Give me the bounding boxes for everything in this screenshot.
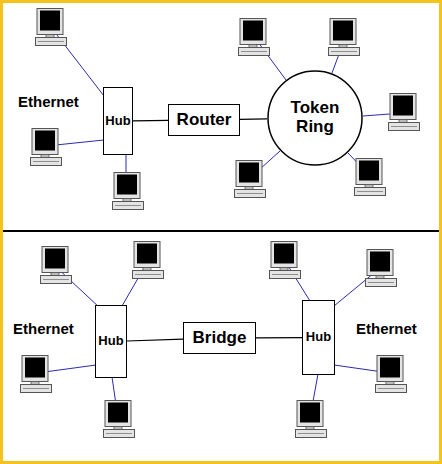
computer-icon [239,19,270,56]
node-text: Bridge [193,329,247,348]
device-box: Bridge [183,322,256,354]
link-line [133,120,168,122]
wire [50,26,104,96]
ring-circle [268,71,362,165]
ring-node: Token Ring [267,70,363,166]
computer-icon [31,129,62,166]
computer-icon [133,242,164,279]
network-wires [37,26,403,418]
device-box: Hub [302,300,335,375]
computer-icon [36,9,67,46]
computer-icon [296,401,327,438]
computer-icon [113,173,144,210]
node-text: Token Ring [285,99,345,136]
network-label: Ethernet [13,320,74,337]
computer-icon [41,247,72,284]
computer-icon [235,161,266,198]
computers [21,9,420,438]
link-line [127,339,183,341]
link-line [256,337,302,338]
device-box: Router [168,104,240,136]
node-text: Hub [306,330,331,344]
connector-layer [127,119,302,341]
computer-icon [104,401,135,438]
panel-divider [3,230,439,232]
computer-icon [270,242,301,279]
device-box: Hub [95,305,127,378]
computer-icon [21,356,52,393]
network-label: Ethernet [356,320,417,337]
computer-icon [355,159,386,196]
computer-icon [366,250,397,287]
node-text: Hub [105,114,130,128]
computer-icon [329,19,360,56]
node-text: Hub [98,334,123,348]
node-text: Router [177,111,232,130]
computer-icon [376,356,407,393]
network-label: Ethernet [18,93,79,110]
link-line [240,118,267,120]
computer-icon [389,94,420,131]
device-box: Hub [103,87,133,155]
